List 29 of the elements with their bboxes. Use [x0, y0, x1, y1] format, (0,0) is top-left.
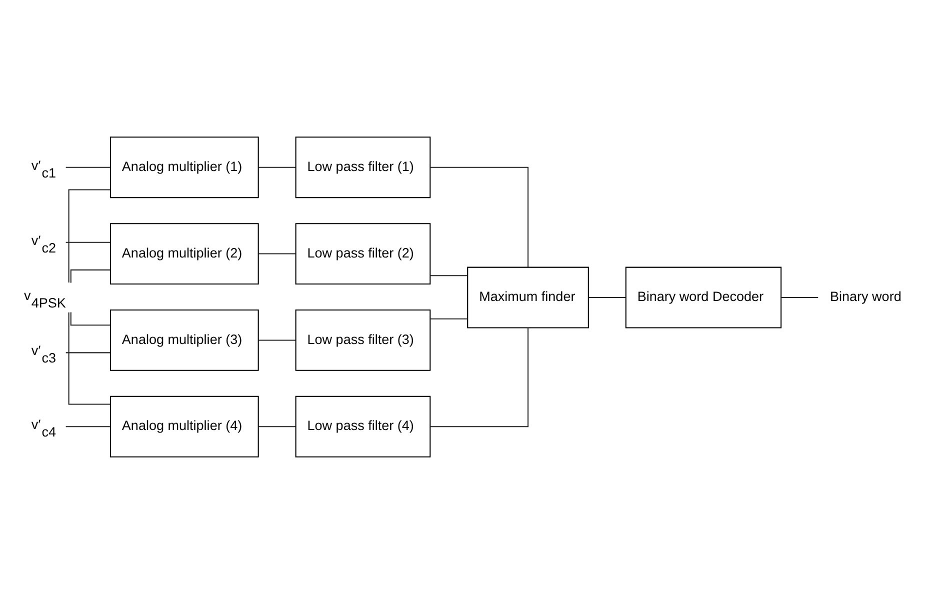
connector — [430, 275, 468, 276]
connector — [66, 166, 110, 168]
connector — [430, 166, 529, 267]
connector — [258, 166, 296, 168]
node-box: Analog multiplier (2) — [110, 223, 259, 284]
node-box: Low pass filter (2) — [295, 223, 431, 284]
node-box: Analog multiplier (1) — [110, 136, 259, 198]
connector — [70, 312, 110, 326]
node-box: Low pass filter (1) — [295, 136, 431, 198]
node-box: Analog multiplier (4) — [110, 396, 259, 458]
connector — [430, 318, 468, 320]
node-box: Low pass filter (3) — [295, 310, 431, 371]
connector — [68, 312, 110, 405]
connector — [66, 242, 110, 243]
node-box: Binary word Decoder — [625, 266, 782, 328]
node-box: Maximum finder — [467, 266, 589, 328]
connector — [68, 189, 110, 283]
connector — [588, 297, 626, 298]
connector — [258, 253, 296, 254]
node-box: Low pass filter (4) — [295, 396, 431, 458]
connector — [781, 297, 818, 298]
connector — [70, 269, 110, 283]
connector — [66, 426, 110, 428]
connector — [66, 352, 110, 354]
node-text: Binary word — [830, 289, 902, 304]
node-box: Analog multiplier (3) — [110, 310, 259, 371]
connector — [430, 328, 529, 428]
connector — [258, 426, 296, 428]
connector — [258, 340, 296, 341]
